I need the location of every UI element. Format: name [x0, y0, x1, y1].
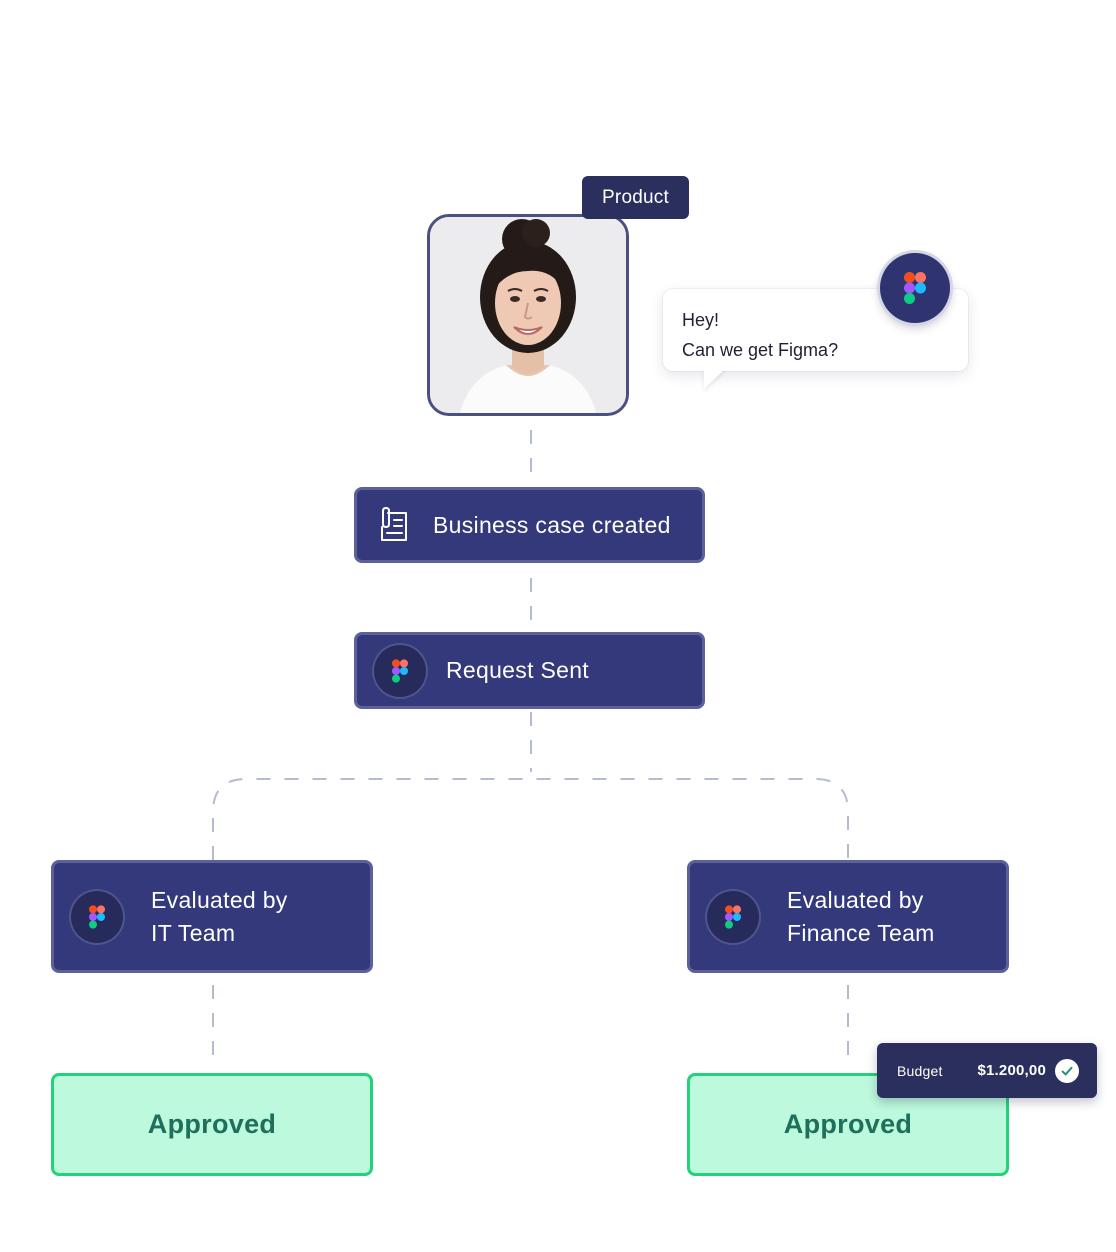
step-it-evaluation-label: Evaluated by IT Team	[151, 884, 288, 950]
figma-logo-icon	[89, 904, 105, 929]
approved-finance-label: Approved	[783, 1109, 913, 1139]
step-finance-line1: Evaluated by	[787, 886, 924, 913]
chat-app-logo	[880, 253, 950, 323]
chat-line-question: Can we get Figma?	[682, 340, 839, 360]
approved-it[interactable]: Approved	[51, 1073, 373, 1176]
figma-badge	[707, 890, 759, 943]
chat-bubble-tail	[704, 368, 726, 389]
budget-label: Budget	[897, 1062, 943, 1079]
step-finance-line2: Finance Team	[787, 919, 935, 946]
connector-split	[212, 778, 849, 860]
figma-badge	[374, 644, 426, 697]
step-request-sent[interactable]: Request Sent	[354, 632, 705, 709]
budget-chip: Budget $1.200,00	[877, 1043, 1097, 1098]
figma-logo-icon	[392, 658, 408, 683]
approved-it-label: Approved	[147, 1109, 277, 1139]
step-it-evaluation[interactable]: Evaluated by IT Team	[51, 860, 373, 973]
step-finance-evaluation-label: Evaluated by Finance Team	[787, 884, 935, 950]
role-tag: Product	[582, 176, 689, 219]
step-it-line1: Evaluated by	[151, 886, 288, 913]
step-finance-evaluation[interactable]: Evaluated by Finance Team	[687, 860, 1009, 973]
figma-logo-icon	[904, 272, 926, 304]
step-it-line2: IT Team	[151, 919, 236, 946]
chat-line-greeting: Hey!	[682, 310, 720, 330]
figma-badge	[71, 890, 123, 943]
step-business-case[interactable]: Business case created	[354, 487, 705, 563]
person-photo	[430, 217, 626, 413]
step-business-case-label: Business case created	[433, 511, 671, 538]
requester-avatar	[427, 214, 629, 416]
figma-logo-icon	[725, 904, 741, 929]
budget-value: $1.200,00	[977, 1062, 1046, 1079]
check-circle-icon	[1055, 1058, 1079, 1083]
document-clip-icon	[381, 507, 407, 541]
step-request-sent-label: Request Sent	[446, 657, 589, 683]
